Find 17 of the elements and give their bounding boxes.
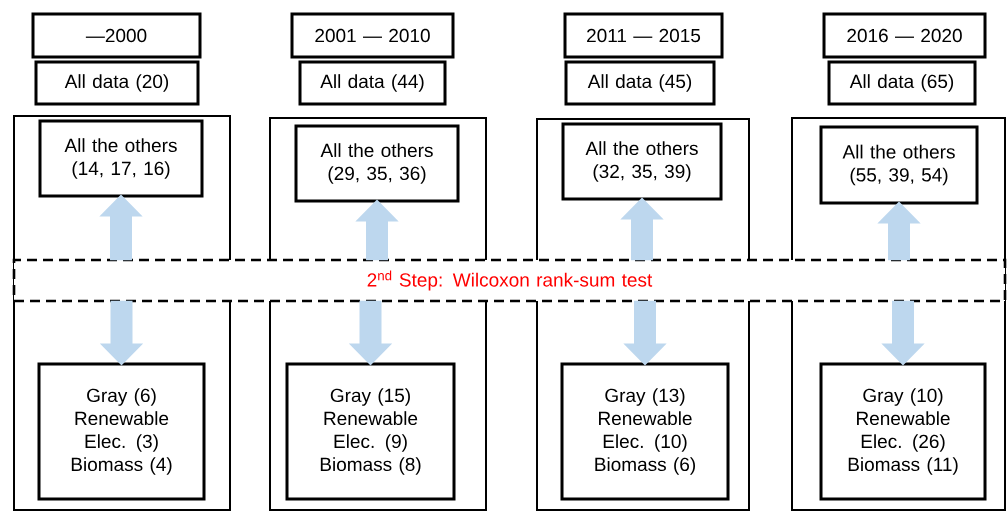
total-box: All data (44) bbox=[298, 60, 447, 106]
others-box: All the others (32, 35, 39) bbox=[561, 122, 723, 201]
total-box: All data (45) bbox=[564, 60, 716, 106]
period-box: 2016 — 2020 bbox=[822, 12, 987, 59]
category-box: Gray (6) Renewable Elec. (3) Biomass (4) bbox=[37, 362, 206, 501]
period-box: 2001 — 2010 bbox=[290, 12, 455, 59]
others-box: All the others (14, 17, 16) bbox=[38, 119, 204, 198]
others-box: All the others (55, 39, 54) bbox=[819, 125, 979, 205]
total-box: All data (20) bbox=[34, 60, 200, 106]
category-box: Gray (15) Renewable Elec. (9) Biomass (8) bbox=[285, 362, 456, 501]
period-box: 2011 — 2015 bbox=[563, 12, 724, 59]
category-box: Gray (13) Renewable Elec. (10) Biomass (6) bbox=[560, 362, 730, 501]
others-box: All the others (29, 35, 36) bbox=[294, 124, 460, 203]
period-box: —2000 bbox=[31, 12, 202, 59]
test-band: 2$^{nd}$ Step: Wilcoxon rank-sum test bbox=[12, 258, 1007, 303]
category-box: Gray (10) Renewable Elec. (26) Biomass (11) bbox=[819, 362, 987, 501]
total-box: All data (65) bbox=[827, 60, 977, 106]
